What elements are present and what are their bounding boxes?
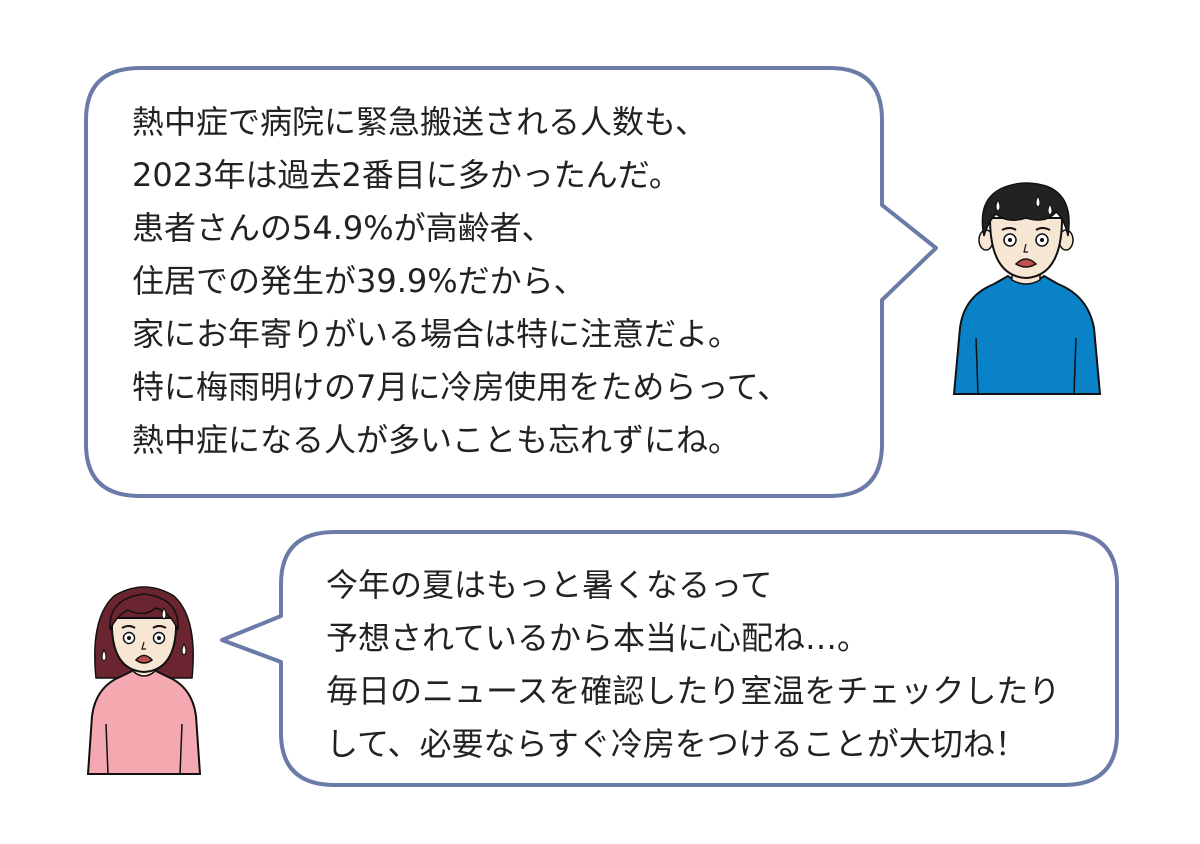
woman-speech-line-3: 毎日のニュースを確認したり室温をチェックしたり [326,672,1061,710]
woman-speech-bubble [220,530,1119,787]
worried-man-icon [952,182,1102,395]
woman-speech-line-2: 予想されているから本当に心配ね…。 [326,619,870,657]
man-speech-line-3: 患者さんの54.9%が高齢者、 [132,209,554,247]
man-speech-text: 熱中症で病院に緊急搬送される人数も、 2023年は過去2番目に多かったんだ。 患… [132,96,789,467]
man-speech-line-4: 住居での発生が39.9%だから、 [132,262,586,300]
woman-speech-text: 今年の夏はもっと暑くなるって 予想されているから本当に心配ね…。 毎日のニュース… [326,559,1060,771]
man-speech-line-5: 家にお年寄りがいる場合は特に注意だよ。 [132,315,741,353]
man-speech-line-7: 熱中症になる人が多いことも忘れずにね。 [132,421,741,459]
man-speech-line-6: 特に梅雨明けの7月に冷房使用をためらって、 [132,368,790,406]
woman-speech-line-1: 今年の夏はもっと暑くなるって [326,566,773,604]
man-speech-line-1: 熱中症で病院に緊急搬送される人数も、 [132,103,708,141]
worried-woman-icon [86,586,202,775]
woman-speech-line-4: して、必要ならすぐ冷房をつけることが大切ね！ [326,725,1027,763]
man-speech-line-2: 2023年は過去2番目に多かったんだ。 [132,156,681,194]
man-speech-bubble [84,66,938,498]
